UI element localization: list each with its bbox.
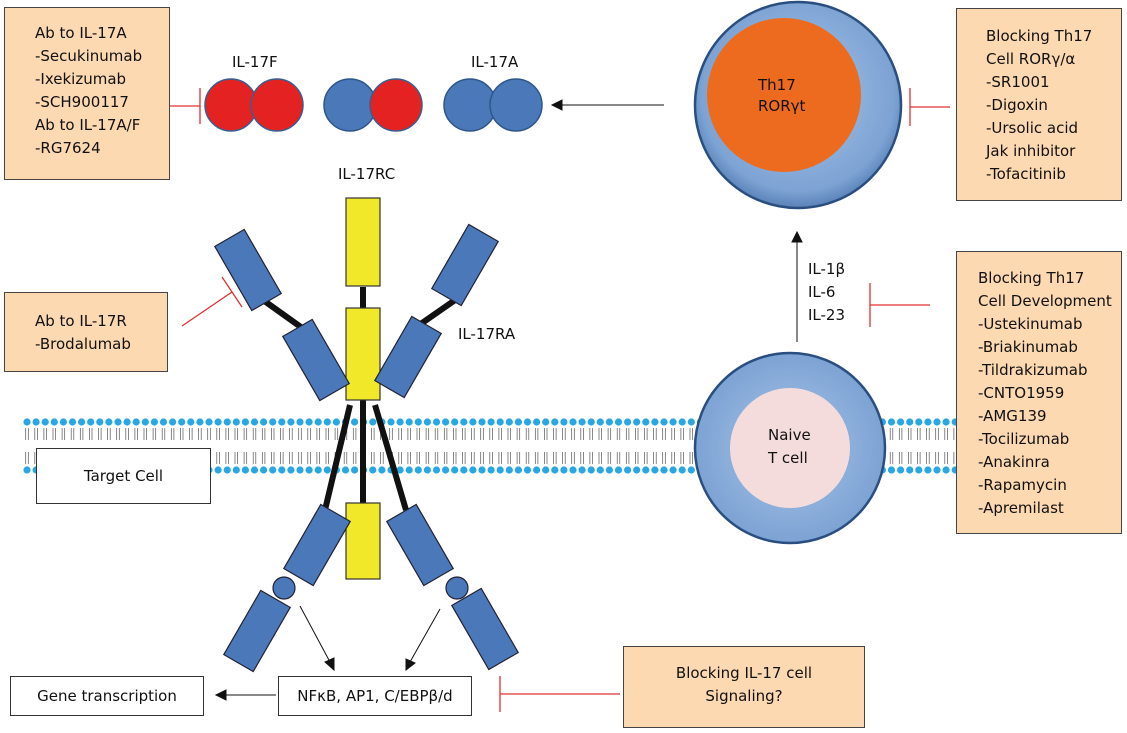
il17a-dimer [443,78,543,132]
signaling-block-box: Blocking IL-17 cell Signaling? [623,646,865,728]
box-line: -Secukinumab [35,47,143,65]
box-line: Cell RORγ/α [986,50,1076,68]
arrows [214,99,803,701]
box-line: -RG7624 [35,139,101,157]
box-line: -Briakinumab [978,338,1078,356]
cytokine-il1b: IL-1β [808,260,846,278]
th17-label-line-2: RORγt [758,97,806,115]
il17f-label: IL-17F [232,53,278,71]
receptor-complex [213,197,520,673]
naive-cell-label: Naive T cell [768,424,811,470]
box-line: -SR1001 [986,73,1050,91]
inhibition-markers [170,88,950,712]
box-line: Blocking Th17 [986,27,1093,45]
il17rc-middle-domain [345,307,381,401]
box-line: Blocking IL-17 cell [675,664,813,682]
box-line: Jak inhibitor [986,142,1076,160]
box-line: Ab to IL-17A/F [35,116,141,134]
th17-label-line-1: Th17 [758,76,796,94]
box-line: -CNTO1959 [978,384,1065,402]
box-line: -Ixekizumab [35,70,127,88]
il17rc-upper-domain [345,197,381,287]
target-cell-box: Target Cell [36,448,211,504]
box-line: -Tofacitinib [986,165,1066,183]
il17rc-label: IL-17RC [338,165,396,183]
box-line: -Ustekinumab [978,315,1083,333]
box-line: -AMG139 [978,407,1047,425]
th17-cell [693,0,903,210]
box-line: Ab to IL-17A [35,24,127,42]
il17f-dimer [204,78,304,132]
development-block-box: Blocking Th17 Cell Development -Ustekinu… [956,251,1122,534]
il17a-antibodies-box: Ab to IL-17A -Secukinumab -Ixekizumab -S… [4,7,170,180]
gene-transcription-box: Gene transcription [10,676,204,716]
naive-label-line-1: Naive [768,426,811,444]
naive-label-line-2: T cell [768,449,808,467]
box-line: -Tocilizumab [978,430,1070,448]
box-line: Cell Development [978,292,1112,310]
il17r-antibody-box: Ab to IL-17R -Brodalumab [4,292,168,372]
cytokine-il6: IL-6 [808,283,836,301]
il17rc-lower-domain [345,502,381,580]
box-line: -Brodalumab [35,335,131,353]
box-line: -Anakinra [978,453,1050,471]
il17a-label: IL-17A [471,53,519,71]
box-line: Ab to IL-17R [35,312,127,330]
th17-cell-label: Th17 RORγt [758,75,805,117]
box-line: -SCH900117 [35,93,129,111]
box-line: -Ursolic acid [986,119,1079,137]
cytokine-labels: IL-1β IL-6 IL-23 [808,258,845,327]
box-line: Blocking Th17 [978,269,1085,287]
box-line: Signaling? [705,687,783,705]
transcription-factors-box: NFκB, AP1, C/EBPβ/d [278,676,472,716]
box-line: -Tildrakizumab [978,361,1088,379]
box-line: -Apremilast [978,499,1064,517]
ror-block-box: Blocking Th17 Cell RORγ/α -SR1001 -Digox… [956,8,1122,201]
il17ra-label: IL-17RA [458,325,516,343]
cytokine-il23: IL-23 [808,306,846,324]
box-line: -Rapamycin [978,476,1067,494]
il17af-heterodimer [323,78,423,132]
naive-t-cell [693,351,887,545]
box-line: -Digoxin [986,96,1048,114]
